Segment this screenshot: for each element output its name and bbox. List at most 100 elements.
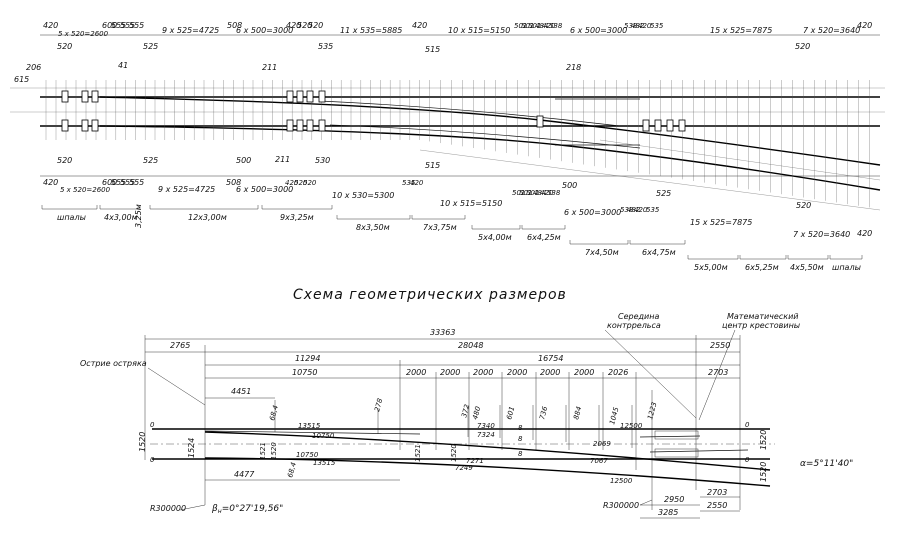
top-dim-14: 535 [318,42,333,51]
group-11: 5х5,00м [694,263,728,272]
dim-2000-2: 2000 [440,368,460,377]
idim-10750-top: 10750 [312,432,335,440]
bot-dim-31: 482 [627,206,641,214]
group-14: шпалы [832,263,861,272]
bot-dim-2: 5 x 520=2600 [60,186,111,194]
dim-2026: 2026 [608,368,628,377]
dim-2000-5: 2000 [540,368,560,377]
group-4: 9х3,25м [280,213,314,222]
dim-2000-3: 2000 [473,368,493,377]
dim-2550-bottom: 2550 [707,501,727,510]
top-dim-17: 515 [425,45,440,54]
bot-dim-3: 600 [102,178,117,187]
bot-dim-20: 515 [425,161,440,170]
bot-dim-12: 211 [275,155,290,164]
group-0: шпалы [57,213,86,222]
idim-8-c: 8 [518,450,523,458]
vdim-1223: 1223 [646,401,658,420]
top-dim-23: 420 [542,22,556,30]
dim-2550: 2550 [710,341,730,350]
idim-8-b: 8 [518,435,523,443]
dim-11294: 11294 [295,354,320,363]
idim-2069: 2069 [593,440,611,448]
vdim-1520-2: 1520 [270,442,278,460]
top-dim-30: 15 x 525=7875 [710,26,772,35]
group-3: 12х3,00м [188,213,227,222]
bot-dim-33: 535 [646,206,660,214]
group-13: 4х5,50м [790,263,824,272]
bot-dim-36: 520 [796,201,811,210]
dim-2000-1: 2000 [406,368,426,377]
dim-3285: 3285 [658,508,678,517]
top-dim-29: 535 [650,22,664,30]
idim-7067: 7067 [590,457,608,465]
top-dim-26: 538 [624,22,638,30]
top-dim-0: 420 [43,21,58,30]
vdim-1524: 1524 [187,438,196,458]
sleepers [45,80,870,208]
bot-dim-9: 508 [226,178,241,187]
idim-7249: 7249 [455,464,473,472]
top-dim-15: 11 x 535=5885 [340,26,402,35]
idim-0-d: 0 [745,456,750,464]
bot-dim-14: 520 [294,179,308,187]
bot-dim-16: 530 [315,156,330,165]
dim-218: 218 [566,63,581,72]
bot-dim-37: 7 x 520=3640 [793,230,850,239]
top-dim-10: 6 x 500=3000 [236,26,293,35]
top-dim-20: 501 [521,22,534,30]
vdim-1521-1: 1521 [259,442,267,460]
dim-2765: 2765 [170,341,190,350]
top-dim-33: 420 [857,21,872,30]
bot-dim-24: 501 [526,189,539,197]
dim-211: 211 [262,63,277,72]
top-dim-16: 420 [412,21,427,30]
group-5: 8х3,50м [356,223,390,232]
vdim-1045: 1045 [608,406,620,426]
dim-10750: 10750 [292,368,317,377]
bot-dim-19: 420 [410,179,424,187]
sleeper-groups: шпалы 4х3,00м 3,25м 12х3,00м 9х3,25м 8х3… [41,204,863,272]
bot-dim-28: 500 [562,181,577,190]
top-dim-24: 538 [549,22,563,30]
section-title: Схема геометрических размеров [293,287,567,303]
bot-dim-29: 6 x 500=3000 [564,208,621,217]
bot-dim-30: 538 [620,206,634,214]
label-radius-right: R300000 [603,501,639,510]
group-8: 6х4,25м [527,233,561,242]
top-dimension-chain: 420 520 5 x 520=2600 600 555 555 555 525… [43,21,872,54]
bot-dim-7: 525 [143,156,158,165]
bot-dim-4: 555 [111,178,126,187]
group-10: 6х4,75м [642,248,676,257]
top-dim-21: 501 [528,22,541,30]
bot-dim-22: 501 [512,189,525,197]
bottom-dimension-chain: 420 520 5 x 520=2600 600 555 555 555 525… [43,155,872,239]
bot-dim-13: 420 [285,179,299,187]
bot-dim-0: 420 [43,178,58,187]
bot-dim-1: 520 [57,156,72,165]
top-dim-5: 555 [120,21,135,30]
vdim-480: 480 [471,405,482,421]
bot-dim-32: 420 [634,206,648,214]
top-dim-27: 482 [631,22,645,30]
top-dim-19: 501 [514,22,527,30]
top-dim-22: 484 [535,22,548,30]
dim-615: 615 [14,75,29,84]
dim-33363: 33363 [430,328,455,337]
vdim-372: 372 [460,403,471,419]
top-dim-13: 520 [308,21,323,30]
top-dim-6: 555 [129,21,144,30]
vdim-884: 884 [572,406,583,421]
top-dim-4: 555 [111,21,126,30]
group-6: 7х3,75м [423,223,457,232]
vdim-601: 601 [505,406,516,421]
bot-dim-15: 520 [303,179,317,187]
vdim-736: 736 [538,405,549,421]
idim-0-b: 0 [150,456,155,464]
dim-41: 41 [118,61,128,70]
idim-8-a: 8 [518,424,523,432]
